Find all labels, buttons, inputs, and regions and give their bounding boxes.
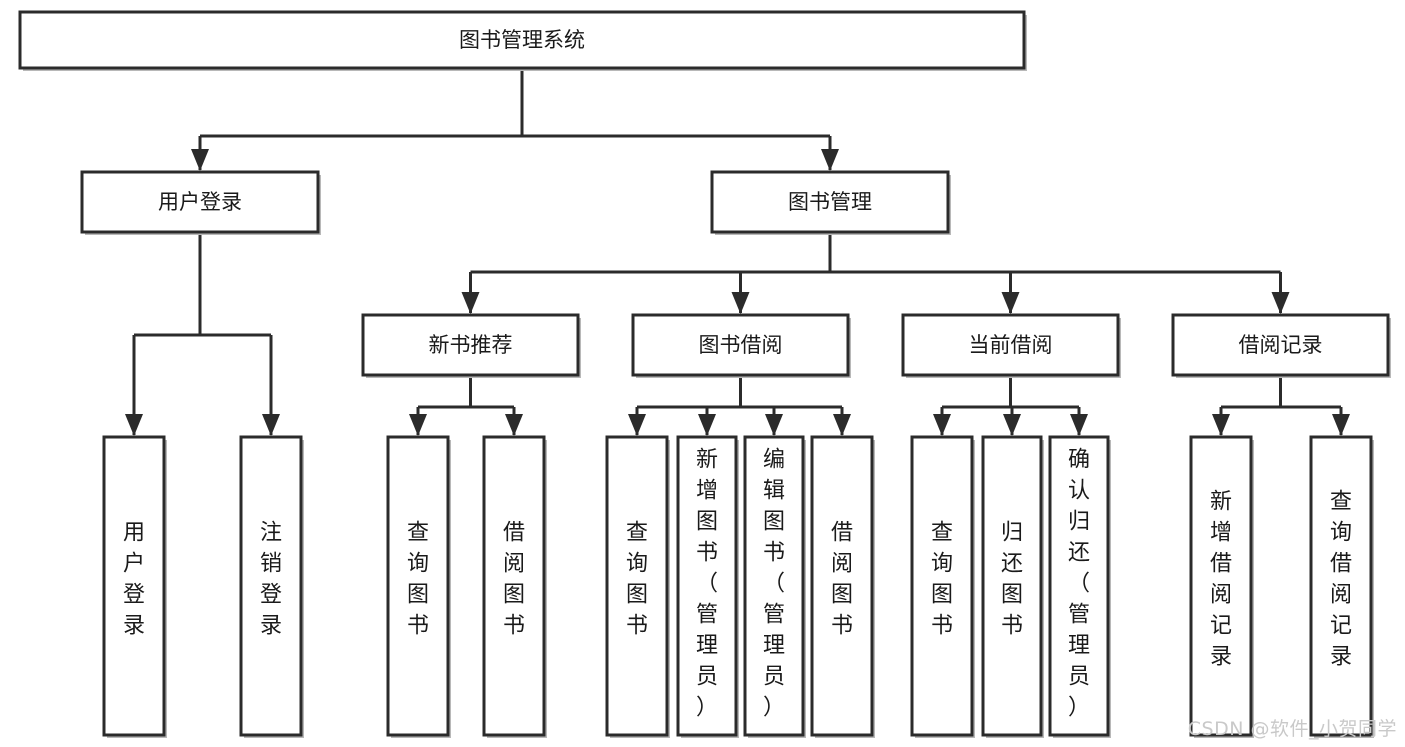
arrow-head-icon xyxy=(125,414,143,436)
arrow-head-icon xyxy=(628,414,646,436)
node-boxes-group: 图书管理系统用户登录图书管理新书推荐图书借阅当前借阅借阅记录用户登录注销登录查询… xyxy=(18,10,1391,738)
arrow-head-icon xyxy=(1001,292,1020,314)
node-label: 当前借阅 xyxy=(969,333,1053,357)
node-label-vertical: 编辑图书（管理员） xyxy=(763,448,785,721)
node-label: 用户登录 xyxy=(158,190,242,214)
node-label: 新书推荐 xyxy=(429,333,513,357)
arrow-head-icon xyxy=(765,414,783,436)
node-label: 图书管理系统 xyxy=(459,28,585,52)
node-leaf-query-book-2[interactable]: 查询图书 xyxy=(605,435,670,738)
node-label-vertical: 查询图书 xyxy=(931,521,953,639)
node-leaf-query-record[interactable]: 查询借阅记录 xyxy=(1309,435,1374,738)
node-leaf-user-login[interactable]: 用户登录 xyxy=(102,435,167,738)
arrow-head-icon xyxy=(1212,414,1230,436)
arrow-head-icon xyxy=(1332,414,1350,436)
node-label-vertical: 新增图书（管理员） xyxy=(696,448,718,721)
node-label-vertical: 归还图书 xyxy=(1001,521,1023,639)
node-label-vertical: 查询借阅记录 xyxy=(1330,490,1352,670)
node-label-vertical: 新增借阅记录 xyxy=(1210,490,1232,670)
node-leaf-confirm-return[interactable]: 确认归还（管理员） xyxy=(1048,435,1111,738)
node-label: 借阅记录 xyxy=(1239,333,1323,357)
node-leaf-logout[interactable]: 注销登录 xyxy=(239,435,304,738)
node-label: 图书管理 xyxy=(788,190,872,214)
node-label-vertical: 确认归还（管理员） xyxy=(1068,448,1090,721)
node-current-borrow[interactable]: 当前借阅 xyxy=(901,313,1121,378)
node-leaf-return-book[interactable]: 归还图书 xyxy=(981,435,1044,738)
node-leaf-borrow-book-2[interactable]: 借阅图书 xyxy=(810,435,875,738)
arrow-head-icon xyxy=(505,414,523,436)
node-label-vertical: 查询图书 xyxy=(407,521,429,639)
arrow-head-icon xyxy=(731,292,750,314)
node-root-图书管理系统[interactable]: 图书管理系统 xyxy=(18,10,1027,71)
node-book-manage[interactable]: 图书管理 xyxy=(710,170,951,235)
connector-lines-group xyxy=(125,68,1350,436)
node-borrow-record[interactable]: 借阅记录 xyxy=(1171,313,1391,378)
node-leaf-add-book[interactable]: 新增图书（管理员） xyxy=(676,435,739,738)
node-leaf-add-record[interactable]: 新增借阅记录 xyxy=(1189,435,1254,738)
node-label-vertical: 借阅图书 xyxy=(831,521,853,639)
node-label-vertical: 查询图书 xyxy=(626,521,648,639)
arrow-head-icon xyxy=(1070,414,1088,436)
node-user-login[interactable]: 用户登录 xyxy=(80,170,321,235)
node-leaf-borrow-book-1[interactable]: 借阅图书 xyxy=(482,435,547,738)
node-label-vertical: 用户登录 xyxy=(123,521,145,639)
arrow-head-icon xyxy=(1271,292,1290,314)
node-book-borrow[interactable]: 图书借阅 xyxy=(631,313,851,378)
arrow-head-icon xyxy=(191,149,209,171)
node-leaf-edit-book[interactable]: 编辑图书（管理员） xyxy=(743,435,806,738)
arrow-head-icon xyxy=(262,414,280,436)
arrow-head-icon xyxy=(409,414,427,436)
arrow-head-icon xyxy=(1003,414,1021,436)
node-leaf-query-book-3[interactable]: 查询图书 xyxy=(910,435,975,738)
node-label: 图书借阅 xyxy=(699,333,783,357)
node-label-vertical: 借阅图书 xyxy=(503,521,525,639)
node-leaf-query-book-1[interactable]: 查询图书 xyxy=(386,435,451,738)
arrow-head-icon xyxy=(833,414,851,436)
arrow-head-icon xyxy=(461,292,480,314)
node-label-vertical: 注销登录 xyxy=(260,521,282,639)
arrow-head-icon xyxy=(698,414,716,436)
arrow-head-icon xyxy=(933,414,951,436)
node-new-book-recommend[interactable]: 新书推荐 xyxy=(361,313,581,378)
arrow-head-icon xyxy=(821,149,839,171)
